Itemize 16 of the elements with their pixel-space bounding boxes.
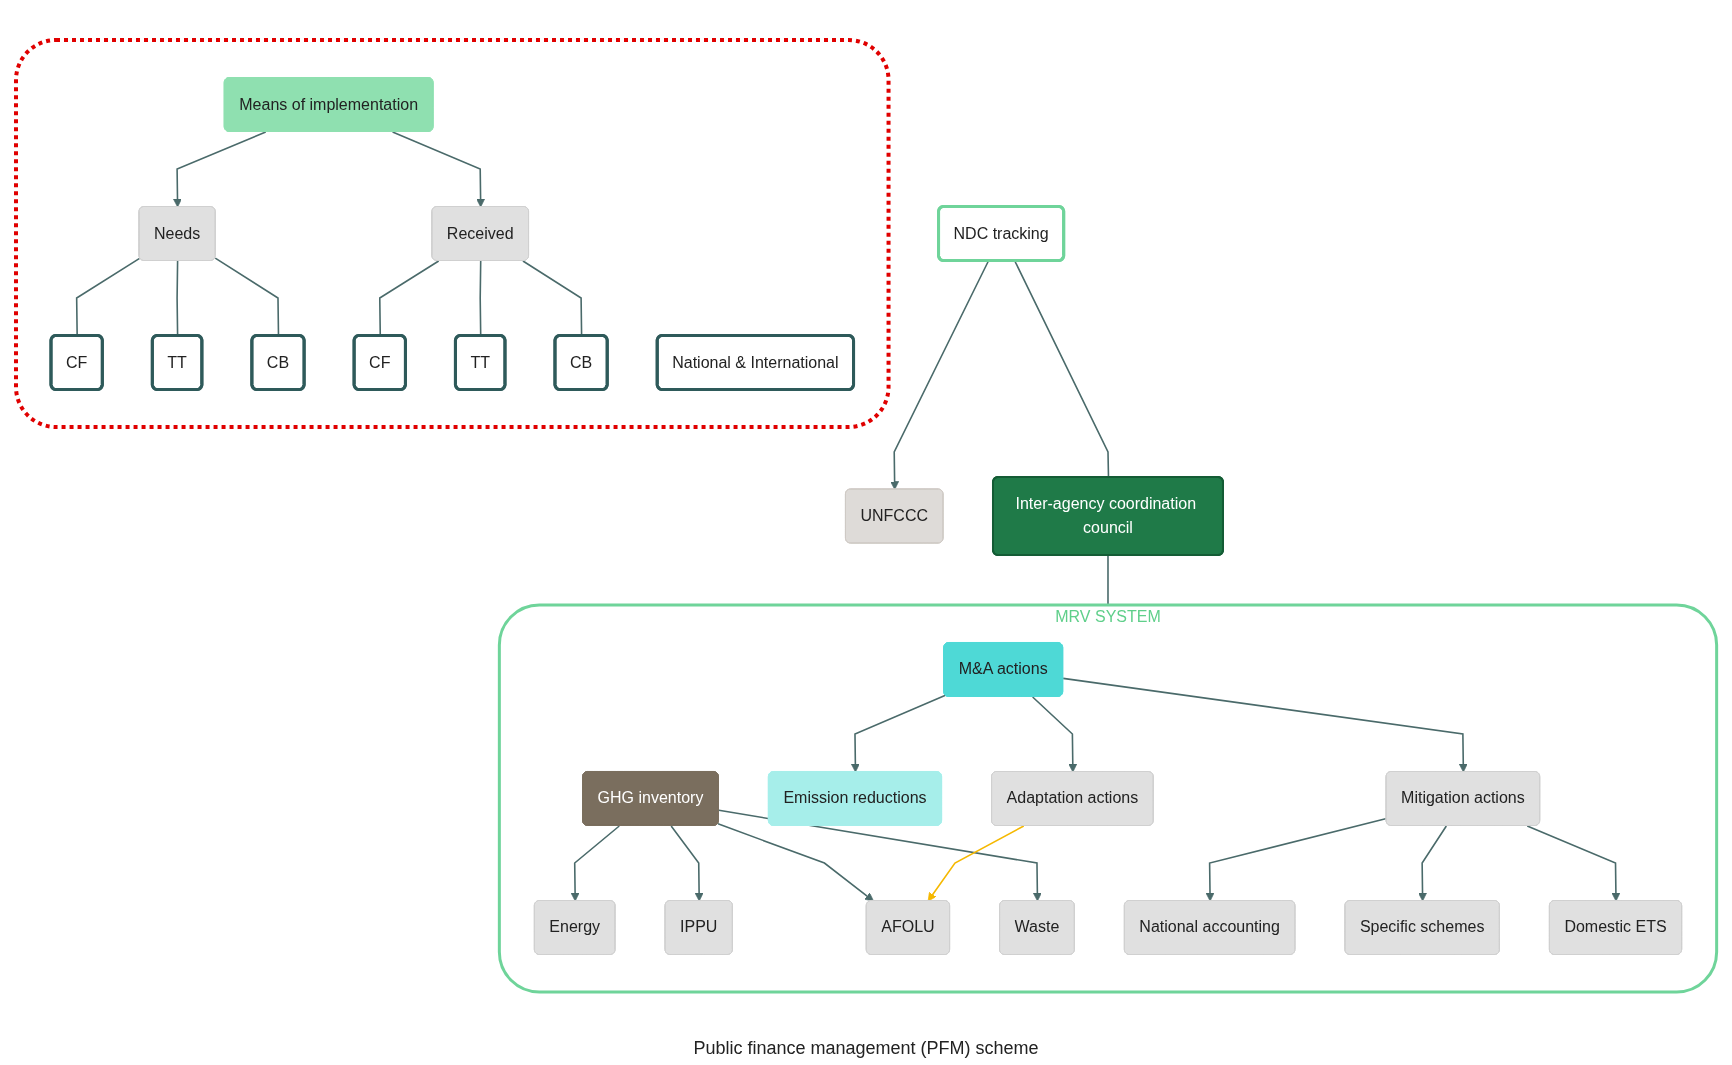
arrow <box>1417 825 1447 902</box>
note-text: Public finance management (PFM) scheme <box>693 1038 1039 1059</box>
arrow <box>670 825 704 902</box>
arrow <box>570 825 620 902</box>
arrow <box>1526 825 1620 902</box>
connector <box>1106 554 1109 606</box>
arrow <box>172 131 267 208</box>
arrow <box>889 260 989 490</box>
arrow <box>391 131 485 208</box>
arrow <box>927 825 1025 902</box>
arrow <box>716 823 874 902</box>
arrow <box>1062 677 1468 773</box>
connector <box>1013 260 1109 479</box>
cluster <box>13 38 891 429</box>
arrow <box>1031 696 1077 773</box>
arrow <box>850 694 946 773</box>
